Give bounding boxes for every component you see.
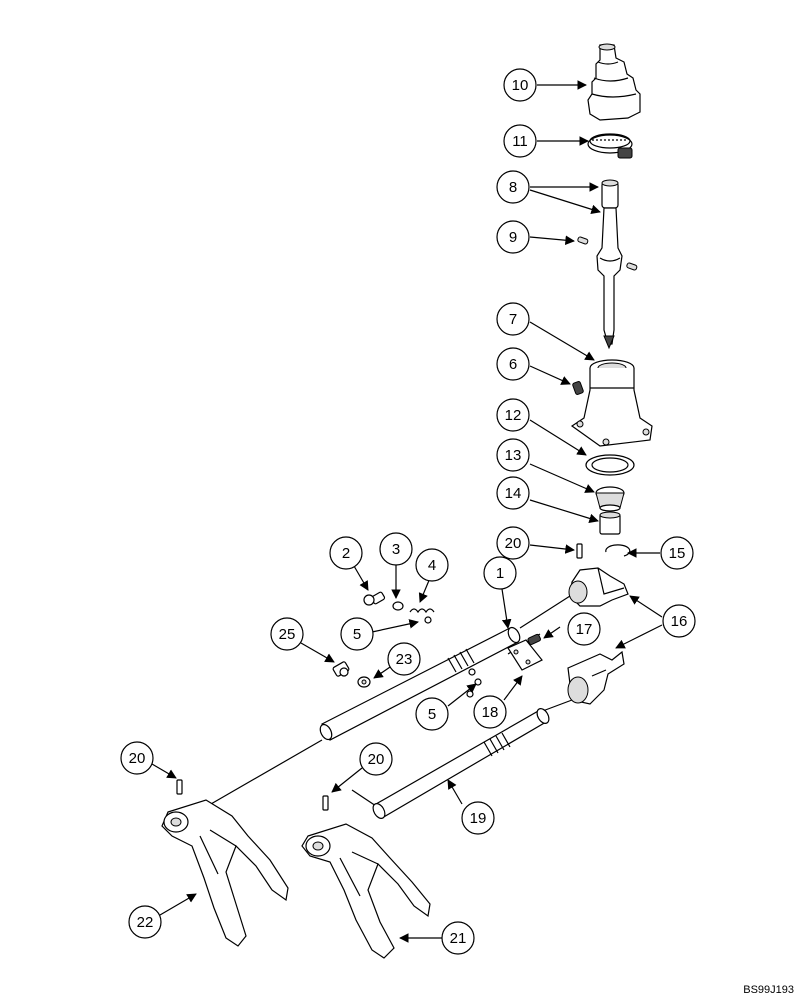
- shift-fork-right-part: [301, 823, 431, 959]
- callout-16: 16: [662, 604, 696, 638]
- svg-text:9: 9: [509, 229, 517, 246]
- callout-3: 3: [379, 532, 413, 566]
- svg-text:8: 8: [509, 179, 517, 196]
- callout-21: 21: [441, 921, 475, 955]
- callout-20-left: 20: [120, 741, 154, 775]
- callout-18: 18: [473, 695, 507, 729]
- svg-text:4: 4: [428, 557, 436, 574]
- reference-code: BS99J193: [743, 984, 794, 996]
- callout-20-top: 20: [496, 526, 530, 560]
- callout-14: 14: [496, 476, 530, 510]
- pin-part-20-lower: [176, 779, 329, 811]
- svg-text:16: 16: [671, 613, 688, 630]
- svg-text:15: 15: [669, 545, 686, 562]
- svg-text:5: 5: [428, 706, 436, 723]
- callout-1: 1: [483, 556, 517, 590]
- shift-rail-lower-part: [372, 708, 550, 819]
- callout-22: 22: [128, 905, 162, 939]
- callout-6: 6: [496, 347, 530, 381]
- shift-lever-part: [596, 179, 623, 350]
- shift-block-lower-part: [567, 650, 625, 705]
- callout-13: 13: [496, 438, 530, 472]
- svg-text:17: 17: [576, 621, 593, 638]
- gasket-part: [585, 454, 635, 476]
- svg-text:22: 22: [137, 914, 154, 931]
- svg-text:20: 20: [129, 750, 146, 767]
- leader-lines: [151, 80, 663, 943]
- callout-10: 10: [503, 68, 537, 102]
- bolt-and-plate: [507, 633, 543, 671]
- callout-19: 19: [461, 801, 495, 835]
- shift-fork-left-part: [161, 799, 289, 947]
- svg-text:5: 5: [353, 626, 361, 643]
- svg-text:6: 6: [509, 356, 517, 373]
- bushing-part: [599, 511, 621, 535]
- svg-text:10: 10: [512, 77, 529, 94]
- callout-7: 7: [496, 302, 530, 336]
- callout-8: 8: [496, 170, 530, 204]
- callout-5-upper: 5: [340, 617, 374, 651]
- callout-25: 25: [270, 617, 304, 651]
- callout-11: 11: [503, 124, 537, 158]
- callout-23: 23: [387, 642, 421, 676]
- callout-17: 17: [567, 612, 601, 646]
- svg-text:20: 20: [505, 535, 522, 552]
- pin-part-20-top: [576, 543, 583, 559]
- svg-text:3: 3: [392, 541, 400, 558]
- svg-text:1: 1: [496, 565, 504, 582]
- svg-text:7: 7: [509, 311, 517, 328]
- seal-part: [595, 486, 625, 512]
- bolt-part-6: [572, 381, 584, 395]
- svg-text:19: 19: [470, 810, 487, 827]
- callout-4: 4: [415, 548, 449, 582]
- svg-text:18: 18: [482, 704, 499, 721]
- svg-text:21: 21: [450, 930, 467, 947]
- svg-text:11: 11: [512, 133, 528, 150]
- svg-text:2: 2: [342, 545, 350, 562]
- pin-part-9: [577, 236, 638, 271]
- shift-rail-upper-part: [319, 626, 521, 741]
- alignment-lines: [203, 595, 573, 809]
- svg-text:12: 12: [505, 407, 522, 424]
- callout-12: 12: [496, 398, 530, 432]
- callout-2: 2: [329, 536, 363, 570]
- callout-9: 9: [496, 220, 530, 254]
- callout-15: 15: [660, 536, 694, 570]
- svg-text:14: 14: [505, 485, 522, 502]
- svg-text:23: 23: [396, 651, 413, 668]
- plug-and-washer: [332, 661, 371, 688]
- clamp-part: [587, 133, 633, 159]
- callout-5-lower: 5: [415, 697, 449, 731]
- snap-ring-part: [605, 544, 631, 557]
- callout-20-middle: 20: [359, 742, 393, 776]
- boot-part: [587, 43, 641, 121]
- svg-text:25: 25: [279, 626, 296, 643]
- svg-text:20: 20: [368, 751, 385, 768]
- lever-housing-part: [570, 359, 653, 447]
- svg-text:13: 13: [505, 447, 522, 464]
- shift-block-upper-part: [568, 567, 629, 607]
